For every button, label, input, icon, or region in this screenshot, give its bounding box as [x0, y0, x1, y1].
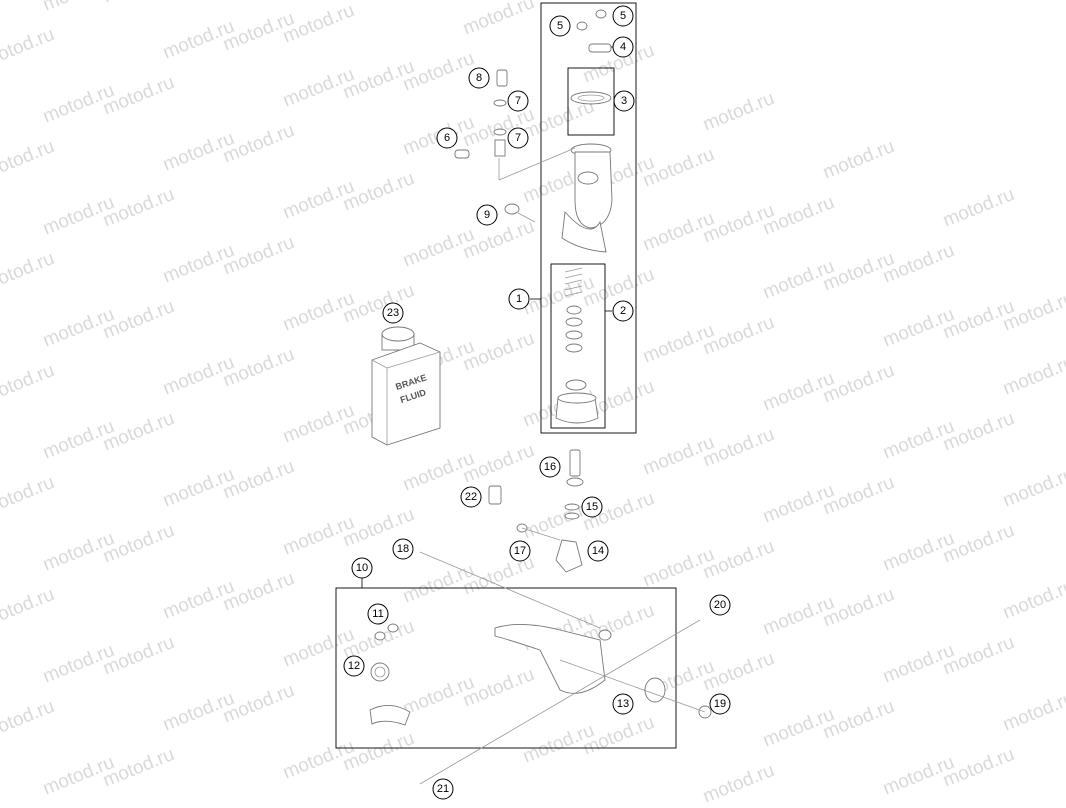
- piston-kit-parts: [556, 268, 598, 423]
- svg-text:3: 3: [621, 95, 627, 107]
- svg-text:23: 23: [387, 307, 399, 319]
- callout-15[interactable]: 15: [582, 497, 602, 517]
- svg-text:2: 2: [620, 305, 626, 317]
- svg-text:6: 6: [444, 132, 450, 144]
- svg-text:21: 21: [437, 783, 449, 795]
- svg-text:4: 4: [620, 41, 626, 53]
- svg-text:12: 12: [348, 660, 360, 672]
- svg-text:16: 16: [544, 461, 556, 473]
- callout-22[interactable]: 22: [461, 487, 481, 507]
- svg-text:7: 7: [515, 95, 521, 107]
- svg-text:22: 22: [465, 491, 477, 503]
- svg-text:10: 10: [356, 562, 368, 574]
- callout-9[interactable]: 9: [477, 205, 497, 225]
- callout-16[interactable]: 16: [540, 457, 560, 477]
- hose-line: [499, 148, 575, 180]
- svg-text:13: 13: [617, 698, 629, 710]
- callout-1[interactable]: 1: [509, 289, 529, 309]
- master-cylinder-body: [562, 144, 612, 252]
- callout-7-lower[interactable]: 7: [508, 128, 528, 148]
- svg-text:19: 19: [714, 698, 726, 710]
- brake-fluid-bottle: BRAKE FLUID: [372, 327, 440, 445]
- callout-8[interactable]: 8: [469, 68, 489, 88]
- callout-2[interactable]: 2: [613, 301, 633, 321]
- reservoir-cap-parts: [571, 10, 611, 104]
- callout-3[interactable]: 3: [614, 91, 634, 111]
- svg-text:11: 11: [372, 608, 383, 620]
- callout-10[interactable]: 10: [352, 558, 372, 578]
- callout-13[interactable]: 13: [613, 694, 633, 714]
- callout-20[interactable]: 20: [710, 595, 730, 615]
- callout-6[interactable]: 6: [437, 128, 457, 148]
- callout-7-upper[interactable]: 7: [508, 91, 528, 111]
- svg-text:5: 5: [557, 20, 563, 32]
- callout-12[interactable]: 12: [344, 656, 364, 676]
- svg-text:7: 7: [515, 132, 521, 144]
- svg-text:18: 18: [397, 543, 409, 555]
- callout-11[interactable]: 11: [368, 604, 388, 624]
- push-rod-parts: [489, 450, 583, 572]
- brake-pedal-parts: [370, 552, 711, 784]
- svg-text:17: 17: [514, 545, 526, 557]
- callout-14[interactable]: 14: [588, 541, 608, 561]
- callout-17[interactable]: 17: [510, 541, 530, 561]
- callout-5-right[interactable]: 5: [613, 6, 633, 26]
- callout-4[interactable]: 4: [613, 37, 633, 57]
- svg-text:9: 9: [484, 209, 490, 221]
- callout-5-left[interactable]: 5: [550, 16, 570, 36]
- svg-text:1: 1: [516, 293, 522, 305]
- svg-text:8: 8: [476, 72, 482, 84]
- svg-text:5: 5: [620, 10, 626, 22]
- svg-text:20: 20: [714, 599, 726, 611]
- callout-18[interactable]: 18: [393, 539, 413, 559]
- callout-19[interactable]: 19: [710, 694, 730, 714]
- svg-text:14: 14: [592, 545, 604, 557]
- callout-21[interactable]: 21: [433, 779, 453, 799]
- callout-23[interactable]: 23: [383, 303, 403, 323]
- svg-text:15: 15: [586, 501, 598, 513]
